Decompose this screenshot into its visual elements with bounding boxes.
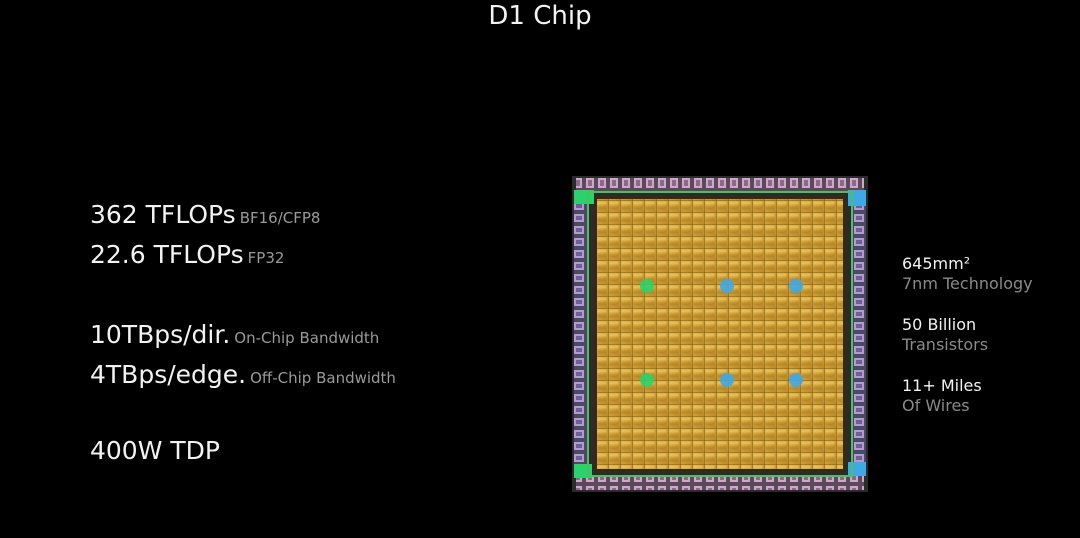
spec-note: BF16/CFP8 [239, 209, 321, 227]
spec-value: 10TBps/dir. [90, 320, 231, 349]
stat-transistors: 50 Billion Transistors [902, 315, 988, 355]
spec-on-chip-bandwidth: 10TBps/dir.On-Chip Bandwidth [90, 320, 379, 349]
spec-value: 4TBps/edge. [90, 360, 247, 389]
spec-note: On-Chip Bandwidth [234, 329, 380, 347]
spec-note: FP32 [247, 249, 285, 267]
spec-value: 22.6 TFLOPs [90, 240, 244, 269]
spec-value: 362 TFLOPs [90, 200, 236, 229]
spec-note: Off-Chip Bandwidth [250, 369, 396, 387]
stat-sub: Transistors [902, 335, 989, 354]
slide-title: D1 Chip [488, 1, 592, 31]
stat-value: 50 Billion [902, 315, 977, 334]
stat-value: 11+ Miles [902, 376, 982, 395]
stat-wires: 11+ Miles Of Wires [902, 376, 982, 416]
spec-tdp: 400W TDP [90, 436, 220, 465]
stat-die-area: 645mm² 7nm Technology [902, 254, 1033, 294]
d1-chip-die-image [572, 176, 868, 492]
spec-value: 400W TDP [90, 436, 220, 465]
stat-sub: 7nm Technology [902, 274, 1033, 293]
stat-value: 645mm² [902, 254, 971, 273]
spec-off-chip-bandwidth: 4TBps/edge.Off-Chip Bandwidth [90, 360, 396, 389]
stat-sub: Of Wires [902, 396, 970, 415]
